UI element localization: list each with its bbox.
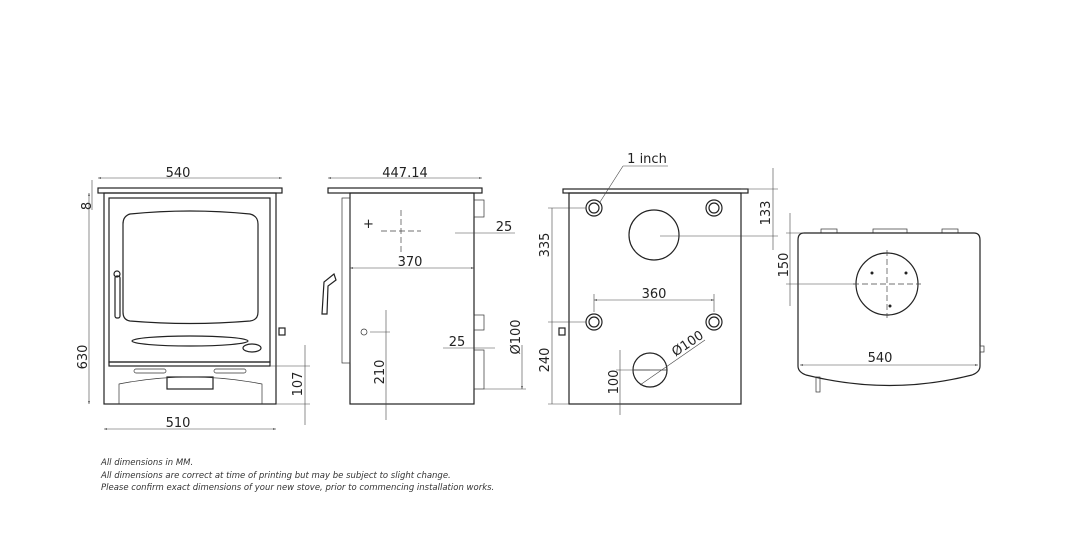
- air-inlet-diameter-label: Ø100: [669, 328, 706, 360]
- front-view: 540 8 630 107 510: [76, 166, 310, 431]
- flue-from-back-label: 150: [777, 253, 792, 278]
- boss-horizontal-spacing-label: 360: [642, 287, 667, 302]
- body-depth-label: 370: [398, 255, 423, 270]
- boss-size-label: 1 inch: [627, 152, 667, 167]
- upper-offset-label: 25: [496, 220, 513, 235]
- side-view: + 447.14 25 370 25 Ø100 210: [321, 166, 526, 420]
- front-height-label: 630: [76, 345, 91, 370]
- lower-offset-label: 25: [449, 335, 466, 350]
- note-accuracy: All dimensions are correct at time of pr…: [101, 470, 451, 481]
- duct-height-label: 210: [373, 360, 388, 385]
- front-width-base-label: 510: [166, 416, 191, 431]
- front-width-top-label: 540: [166, 166, 191, 181]
- note-units: All dimensions in MM.: [101, 458, 194, 468]
- side-depth-label: 447.14: [382, 166, 428, 181]
- boss-vertical-spacing-label: 335: [538, 233, 553, 258]
- boss-icons: [585, 199, 723, 331]
- top-thickness-label: 8: [80, 202, 95, 210]
- rear-view: 1 inch 133 335 240 360 100 Ø100: [538, 152, 778, 415]
- lower-boss-height-label: 240: [538, 348, 553, 373]
- center-mark-icon: +: [363, 217, 374, 232]
- top-view: 150 540: [777, 213, 985, 393]
- note-confirm: Please confirm exact dimensions of your …: [101, 483, 495, 493]
- flue-from-top-label: 133: [759, 201, 774, 226]
- duct-diameter-label: Ø100: [509, 319, 524, 354]
- top-width-label: 540: [868, 351, 893, 366]
- notes: All dimensions in MM. All dimensions are…: [101, 457, 494, 495]
- air-inlet-height-label: 100: [607, 370, 622, 395]
- base-height-label: 107: [291, 372, 306, 397]
